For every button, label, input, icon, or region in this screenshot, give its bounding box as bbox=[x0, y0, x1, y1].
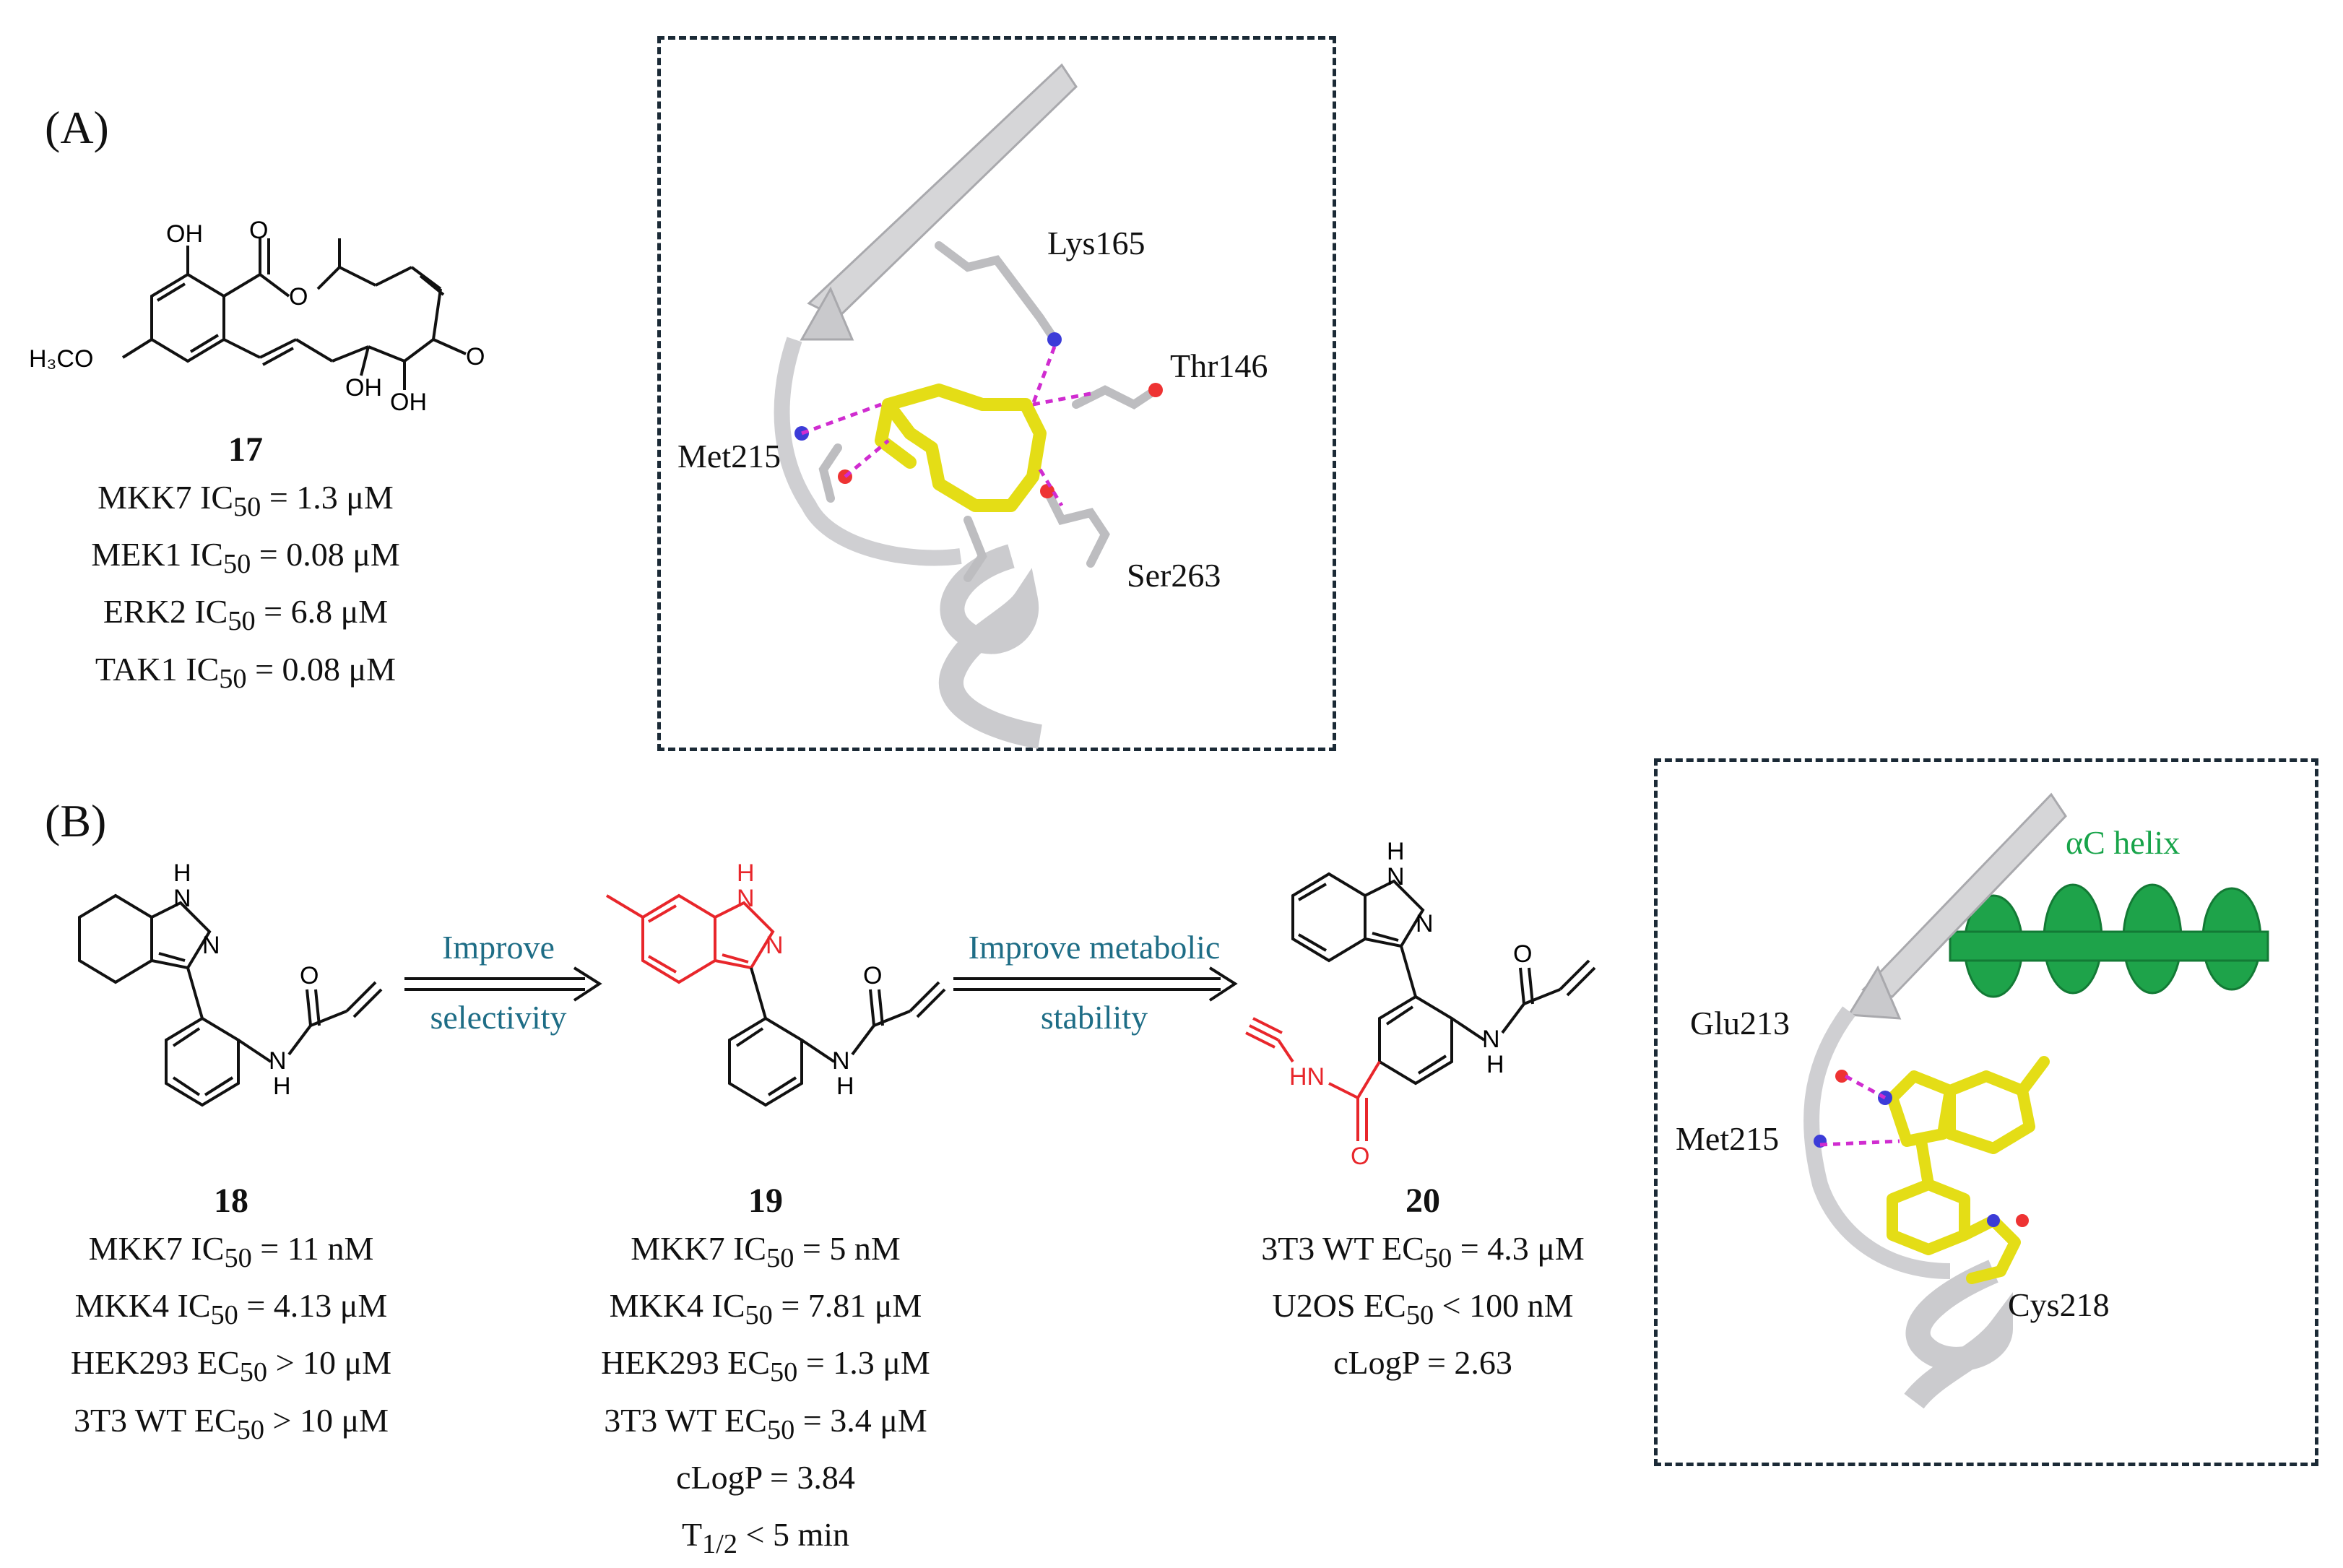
atom-18-n1: N bbox=[173, 885, 191, 912]
residue-met215-b: Met215 bbox=[1676, 1120, 1780, 1157]
docking-box-a bbox=[657, 36, 1336, 751]
arrow-2-bottom-text: stability bbox=[1040, 999, 1148, 1036]
compound-17-data: 17 MKK7 IC50 = 1.3 μM MEK1 IC50 = 0.08 μ… bbox=[29, 426, 462, 703]
compound-18-line-3: HEK293 EC50 > 10 μM bbox=[70, 1344, 392, 1388]
atom-o-ester: O bbox=[289, 283, 308, 311]
compound-18-structure: H N N N H O bbox=[78, 859, 383, 1107]
helix-label: αC helix bbox=[2066, 824, 2180, 861]
atom-oh-1: OH bbox=[345, 374, 382, 402]
arrow-1-top-text: Improve bbox=[442, 929, 555, 966]
compound-18-number: 18 bbox=[214, 1182, 248, 1220]
compound-19-number: 19 bbox=[748, 1182, 783, 1220]
docking-box-b bbox=[1654, 758, 2318, 1466]
arrow-1 bbox=[404, 966, 602, 1002]
compound-20-number: 20 bbox=[1406, 1182, 1440, 1220]
compound-17-line-1: MKK7 IC50 = 1.3 μM bbox=[98, 479, 394, 523]
atom-20-n2: N bbox=[1416, 910, 1434, 937]
arrow-1-bottom-text: selectivity bbox=[430, 999, 567, 1036]
residue-ser263: Ser263 bbox=[1127, 557, 1221, 594]
compound-17-line-4: TAK1 IC50 = 0.08 μM bbox=[95, 650, 397, 694]
compound-20-line-3: cLogP = 2.63 bbox=[1333, 1344, 1512, 1382]
residue-met215-a: Met215 bbox=[677, 438, 781, 475]
atom-18-nh-n: N bbox=[269, 1047, 287, 1075]
residue-cys218: Cys218 bbox=[2008, 1286, 2110, 1323]
residue-glu213: Glu213 bbox=[1690, 1005, 1790, 1041]
compound-18-line-2: MKK4 IC50 = 4.13 μM bbox=[74, 1287, 388, 1331]
compound-17-line-3: ERK2 IC50 = 6.8 μM bbox=[103, 593, 389, 637]
compound-19-line-4: 3T3 WT EC50 = 3.4 μM bbox=[604, 1401, 927, 1445]
atom-methoxy: H₃CO bbox=[29, 345, 93, 373]
compound-20-line-1: 3T3 WT EC50 = 4.3 μM bbox=[1261, 1230, 1585, 1274]
atom-20-o-amide: O bbox=[1351, 1143, 1369, 1170]
atom-20-hn: HN bbox=[1289, 1063, 1325, 1091]
residue-thr146: Thr146 bbox=[1170, 347, 1268, 384]
compound-17-structure: OH O O O OH OH H₃CO bbox=[29, 217, 485, 416]
atom-19-o: O bbox=[863, 962, 882, 989]
atom-20-nh-h: H bbox=[1486, 1051, 1504, 1078]
atom-18-nh-h: H bbox=[273, 1073, 291, 1100]
atom-19-n1: N bbox=[737, 885, 755, 912]
atom-19-nh-h: H bbox=[836, 1073, 854, 1100]
atom-20-h: H bbox=[1387, 838, 1405, 865]
atom-20-n1: N bbox=[1387, 863, 1405, 891]
compound-18-data: 18 MKK7 IC50 = 11 nM MKK4 IC50 = 4.13 μM… bbox=[51, 1177, 412, 1454]
compound-20-line-2: U2OS EC50 < 100 nM bbox=[1272, 1287, 1574, 1331]
atom-18-h: H bbox=[173, 859, 191, 887]
atom-20-o: O bbox=[1513, 940, 1532, 968]
atom-18-n2: N bbox=[202, 932, 220, 959]
panel-label-a: (A) bbox=[45, 102, 109, 153]
compound-17-line-2: MEK1 IC50 = 0.08 μM bbox=[91, 536, 400, 580]
atom-19-nh-n: N bbox=[832, 1047, 850, 1075]
compound-19-line-2: MKK4 IC50 = 7.81 μM bbox=[609, 1287, 922, 1331]
compound-18-line-1: MKK7 IC50 = 11 nM bbox=[88, 1230, 374, 1274]
residue-lys165: Lys165 bbox=[1047, 225, 1145, 261]
arrow-2-top-text: Improve metabolic bbox=[968, 929, 1221, 966]
compound-18-line-4: 3T3 WT EC50 > 10 μM bbox=[73, 1401, 389, 1445]
compound-19-line-3: HEK293 EC50 = 1.3 μM bbox=[601, 1344, 930, 1388]
atom-18-o: O bbox=[300, 962, 319, 989]
atom-oh-top: OH bbox=[166, 220, 203, 248]
compound-20-data: 20 3T3 WT EC50 = 4.3 μM U2OS EC50 < 100 … bbox=[1242, 1177, 1603, 1397]
compound-19-line-1: MKK7 IC50 = 5 nM bbox=[631, 1230, 901, 1274]
compound-20-structure: H N N N H O HN O bbox=[1245, 838, 1596, 1170]
compound-17-number: 17 bbox=[228, 430, 263, 469]
compound-19-structure: H N N N H O bbox=[605, 859, 946, 1107]
arrow-2 bbox=[953, 966, 1238, 1002]
compound-19-line-6: T1/2 < 5 min bbox=[681, 1515, 850, 1560]
docking-image-b bbox=[1803, 792, 2269, 1409]
panel-label-b: (B) bbox=[45, 795, 107, 846]
docking-image-a bbox=[774, 63, 1163, 749]
atom-20-nh-n: N bbox=[1482, 1026, 1500, 1053]
atom-o-ketone: O bbox=[466, 343, 485, 371]
atom-o-carbonyl: O bbox=[249, 217, 268, 244]
atom-19-n2: N bbox=[766, 932, 784, 959]
compound-19-line-5: cLogP = 3.84 bbox=[676, 1458, 855, 1496]
atom-oh-2: OH bbox=[390, 389, 427, 416]
atom-19-h: H bbox=[737, 859, 755, 887]
